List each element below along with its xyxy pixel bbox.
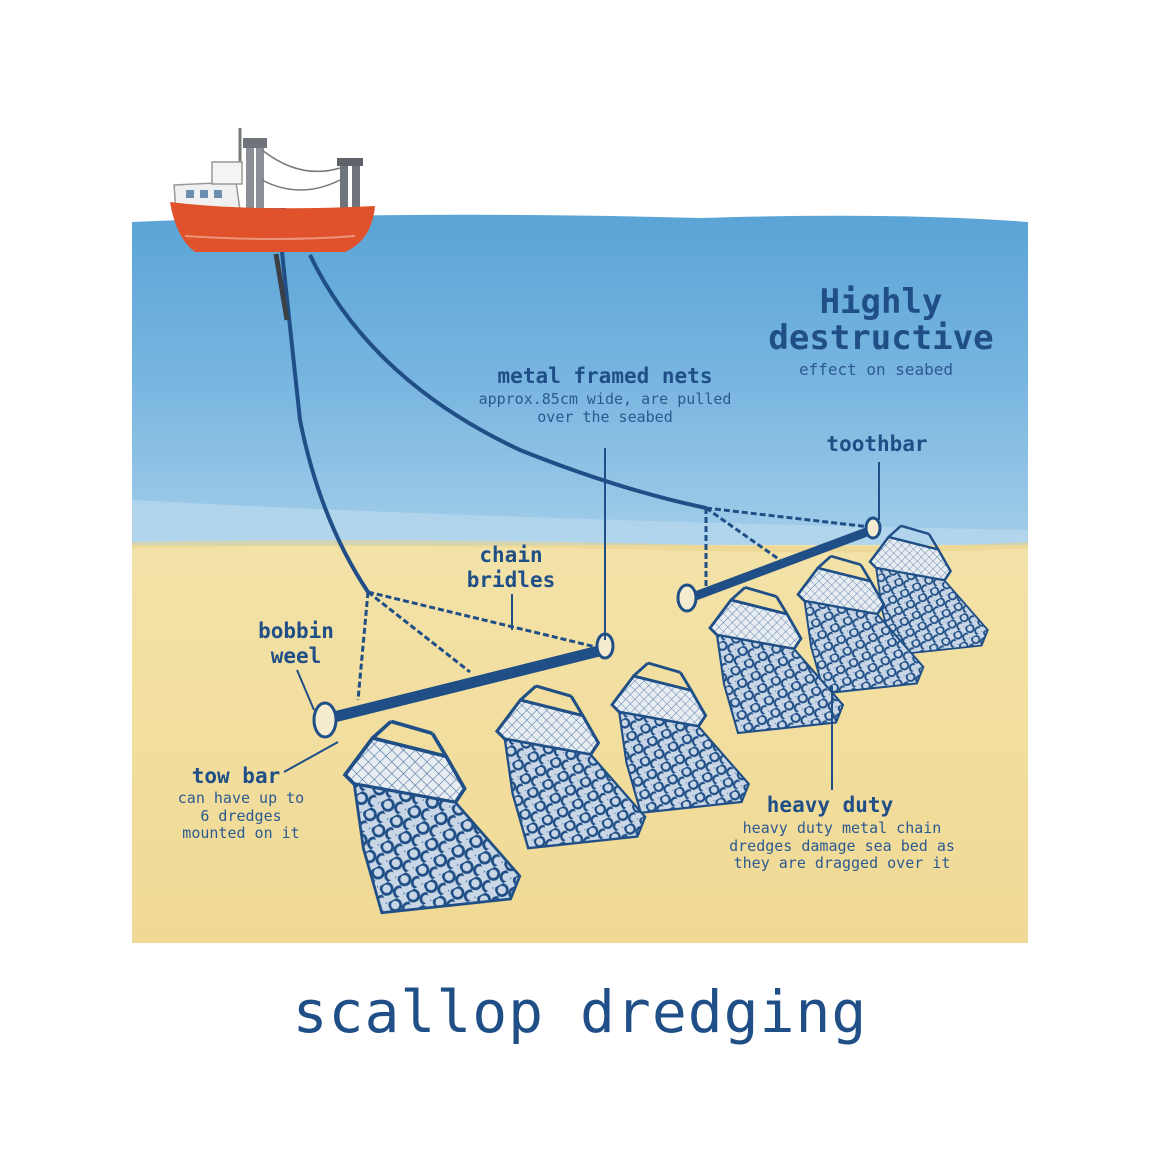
- toothbar-title: toothbar: [826, 432, 928, 456]
- front-dredge-rig: [312, 590, 751, 915]
- sea: [132, 214, 1028, 557]
- headline-main: Highly destructive: [768, 282, 994, 359]
- chain-bridles-title: chain bridles: [466, 543, 556, 592]
- heavy-duty-title: heavy duty: [766, 793, 894, 817]
- fishing-boat: [170, 128, 375, 252]
- leader-tow-bar: [283, 741, 339, 773]
- tow-line-front: [280, 251, 370, 594]
- tow-bar-desc: can have up to 6 dredges mounted on it: [177, 789, 305, 843]
- leader-bobbin-weel: [296, 669, 315, 711]
- tow-bar-title: tow bar: [191, 764, 281, 788]
- rear-dredge-rig: [676, 506, 990, 735]
- metal-nets-desc: approx.85cm wide, are pulled over the se…: [478, 390, 732, 426]
- headline-sub: effect on seabed: [798, 360, 954, 379]
- bobbin-weel-title: bobbin weel: [258, 619, 334, 668]
- page-title: scallop dredging: [292, 978, 868, 1046]
- tow-line-rear: [308, 254, 707, 510]
- heavy-duty-desc: heavy duty metal chain dredges damage se…: [729, 819, 955, 873]
- metal-nets-title: metal framed nets: [497, 364, 713, 388]
